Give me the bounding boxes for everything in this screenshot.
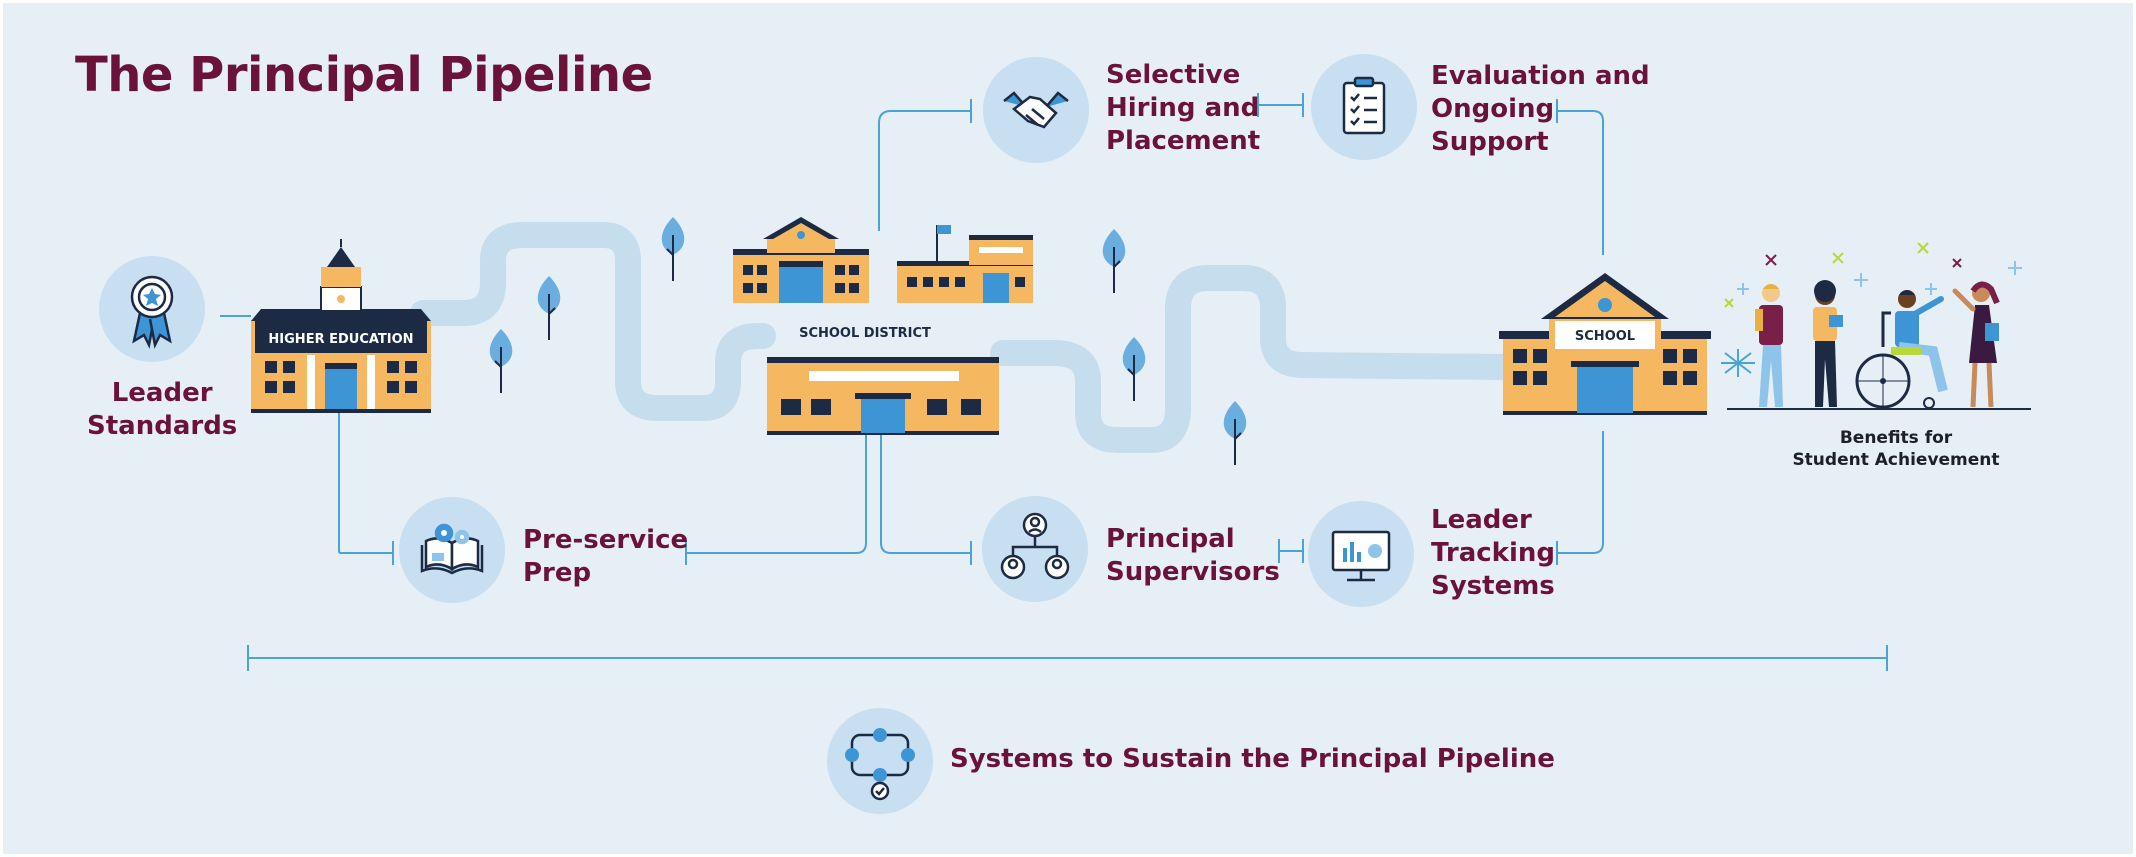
- selective-hiring-label: Selective Hiring and Placement: [1106, 60, 1261, 156]
- school-building: [1499, 273, 1711, 415]
- school-district-label: SCHOOL DISTRICT: [799, 326, 931, 341]
- network-cycle-icon: [845, 728, 915, 801]
- sparkle-icon: [1721, 349, 1755, 377]
- students-illustration: [1727, 280, 2031, 410]
- node-circles: [99, 54, 1417, 814]
- school-sign: SCHOOL: [1575, 329, 1635, 344]
- tree-icon: [489, 217, 1247, 465]
- confetti: [1724, 242, 2022, 308]
- connector-lines: [220, 93, 1888, 671]
- handshake-icon: [1003, 91, 1069, 129]
- org-chart-icon: [1000, 512, 1070, 580]
- infographic-canvas: HIGHER EDUCATION SCHOOL DISTRICT SCHOOL …: [3, 3, 2133, 854]
- school-district-buildings: [733, 217, 1033, 435]
- page-title: The Principal Pipeline: [75, 47, 653, 103]
- monitor-chart-icon: [1331, 530, 1391, 582]
- leader-standards-label: Leader Standards: [87, 378, 238, 441]
- book-gears-icon: [420, 523, 484, 575]
- pipeline-road: [410, 222, 1516, 453]
- clipboard-checklist-icon: [1342, 76, 1386, 135]
- principal-supervisors-label: Principal Supervisors: [1106, 524, 1280, 587]
- higher-education-sign: HIGHER EDUCATION: [268, 332, 413, 347]
- benefits-label: Benefits for Student Achievement: [1792, 428, 2000, 470]
- pipeline-diagram: HIGHER EDUCATION SCHOOL DISTRICT SCHOOL: [99, 54, 2031, 814]
- higher-education-building: [251, 239, 431, 413]
- evaluation-support-label: Evaluation and Ongoing Support: [1431, 61, 1650, 157]
- systems-label: Systems to Sustain the Principal Pipelin…: [950, 744, 1555, 774]
- award-ribbon-icon: [130, 275, 174, 349]
- leader-tracking-label: Leader Tracking Systems: [1431, 505, 1555, 601]
- preservice-prep-label: Pre-service Prep: [523, 525, 689, 588]
